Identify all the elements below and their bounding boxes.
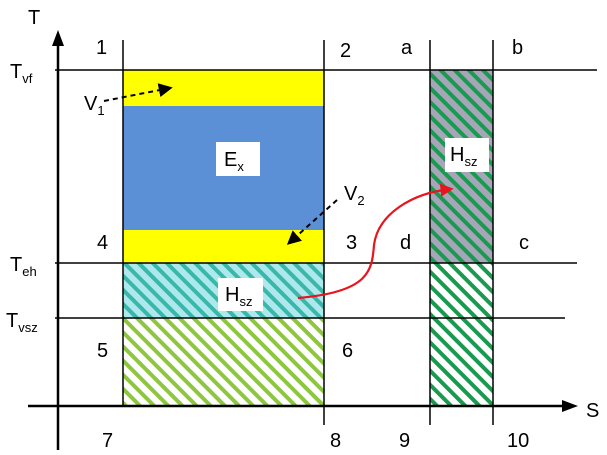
x-tick-8: 8: [330, 430, 341, 452]
x-axis-label: S: [586, 400, 599, 422]
x-tick-9: 9: [399, 430, 410, 452]
hsz-right-label-box: [445, 138, 489, 172]
label-t-eh: Teh: [10, 254, 37, 279]
hsz-lower-label: Hsz: [225, 284, 252, 309]
x-tick-10: 10: [507, 430, 529, 452]
corner-1: 1: [96, 37, 107, 59]
ex-label: Ex: [224, 149, 244, 174]
corner-a: a: [401, 37, 413, 59]
corner-c: c: [519, 232, 529, 254]
corner-d: d: [400, 232, 411, 254]
lime-hatched-region: [123, 318, 324, 406]
corner-b: b: [512, 37, 523, 59]
v2-arrow: [286, 199, 338, 245]
hsz-lower-label-box: [218, 278, 263, 311]
corner-2: 2: [340, 40, 351, 62]
v1-arrow: [103, 83, 173, 102]
x-axis-arrowhead: [562, 400, 578, 412]
y-axis-label: T: [28, 7, 40, 29]
green-hatched-region: [430, 263, 493, 406]
v2-label: V2: [344, 183, 365, 208]
hsz-right-label: Hsz: [450, 144, 477, 169]
y-axis-arrowhead: [52, 30, 64, 46]
x-tick-7: 7: [102, 430, 113, 452]
heat-transfer-arrow: [297, 183, 454, 300]
yellow-top-band: [123, 70, 324, 106]
label-t-vsz: Tvsz: [6, 310, 38, 335]
label-t-vf: Tvf: [10, 61, 33, 86]
ex-label-box: [216, 142, 260, 176]
v1-label: V1: [84, 93, 105, 118]
yellow-bottom-band: [123, 230, 324, 263]
corner-5: 5: [97, 340, 108, 362]
corner-3: 3: [346, 232, 357, 254]
corner-6: 6: [342, 340, 353, 362]
corner-4: 4: [97, 232, 108, 254]
